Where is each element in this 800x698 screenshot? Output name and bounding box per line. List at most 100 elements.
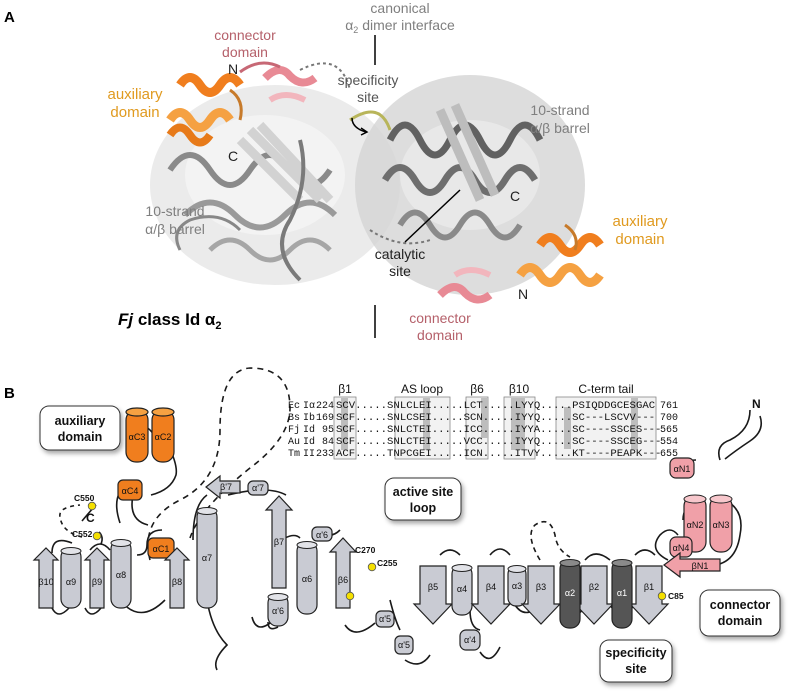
- svg-text:β'7: β'7: [220, 482, 232, 492]
- alignment-sequence: SCF.....SNLCTEI.....VCC.....IYYQ.....SC-…: [336, 437, 661, 448]
- canonical-label-1: canonical: [370, 0, 429, 16]
- svg-text:α'5: α'5: [398, 640, 410, 650]
- svg-text:αC3: αC3: [129, 432, 146, 442]
- helix-ac4: [117, 479, 143, 501]
- dark-helices: [559, 559, 633, 629]
- svg-text:domain: domain: [718, 614, 762, 628]
- panel-a-title: Fj class Id α2: [118, 310, 222, 332]
- helix-an1: [669, 457, 695, 479]
- alignment-class: II: [303, 449, 315, 460]
- alignment-organism: Ec: [288, 401, 300, 412]
- strand-b2: [573, 565, 615, 625]
- barrel-right-label-2: α/β barrel: [530, 120, 590, 136]
- svg-text:αC4: αC4: [122, 486, 139, 496]
- alignment-class: Iα: [303, 401, 315, 412]
- svg-text:α'4: α'4: [464, 635, 476, 645]
- alignment-end: 565: [660, 425, 678, 436]
- svg-text:α'5: α'5: [379, 614, 391, 624]
- alignment-header: β10: [509, 382, 530, 396]
- c552-label: C552: [72, 529, 93, 539]
- cysteine-markers: [87, 501, 667, 601]
- alignment-sequence: SCV.....SNLCLEI.....LCT.....LYYQ.....PSI…: [336, 401, 655, 412]
- auxiliary-right-label-2: domain: [615, 231, 664, 248]
- auxiliary-left-label-1: auxiliary: [107, 86, 163, 103]
- c270-label: C270: [355, 545, 376, 555]
- auxiliary-domain-left-structure: [166, 73, 244, 147]
- barrel-right-label-1: 10-strand: [530, 102, 589, 118]
- alignment-organism: Au: [288, 437, 300, 448]
- strand-bn1: [663, 551, 721, 579]
- svg-text:α'6: α'6: [272, 606, 284, 616]
- connector-top-label-1: connector: [214, 27, 276, 43]
- alignment-organism: Fj: [288, 424, 300, 436]
- c85-label: C85: [668, 591, 684, 601]
- auxiliary-domain-box: auxiliary domain: [39, 405, 121, 451]
- svg-text:site: site: [625, 662, 647, 676]
- helix-a5p: [375, 610, 395, 628]
- strand-b3: [520, 565, 562, 625]
- alignment-end: 554: [660, 437, 678, 448]
- auxiliary-helices: [117, 407, 175, 559]
- auxiliary-left-label-2: domain: [110, 104, 159, 121]
- svg-text:connector: connector: [710, 598, 771, 612]
- alignment-class: Id: [303, 424, 315, 436]
- svg-text:α4: α4: [457, 584, 467, 594]
- alignment-organism: Bs: [288, 413, 300, 424]
- connector-bottom-label-1: connector: [409, 310, 471, 326]
- c85-dot: [657, 591, 667, 601]
- specificity-arrow: [351, 117, 367, 133]
- catalytic-label-1: catalytic: [375, 246, 426, 262]
- auxiliary-domain-right-structure: [516, 223, 604, 287]
- auxiliary-right-label-1: auxiliary: [612, 213, 668, 230]
- canonical-label-2: α2 dimer interface: [345, 17, 455, 35]
- alignment-header: C-term tail: [578, 382, 633, 396]
- svg-text:loop: loop: [410, 501, 437, 515]
- alignment-header: β1: [338, 382, 352, 396]
- alignment-start: 224: [316, 401, 334, 412]
- alignment-start: 84: [322, 437, 334, 448]
- alignment-header: AS loop: [401, 382, 443, 396]
- c552-dot: [92, 531, 102, 541]
- svg-text:βN1: βN1: [692, 561, 709, 571]
- specificity-label-1: specificity: [338, 72, 399, 88]
- strand-b8: [163, 547, 191, 609]
- helix-a5pp: [394, 635, 414, 655]
- connector-domain-box: connector domain: [699, 589, 781, 637]
- connector-top-label-2: domain: [222, 44, 268, 60]
- barrel-left-label-1: 10-strand: [145, 203, 204, 219]
- c270-dot: [345, 591, 355, 601]
- panel-b-label: B: [4, 385, 15, 402]
- svg-text:αN1: αN1: [674, 464, 691, 474]
- auxiliary-helix-labels: αC3 αC2 αC4 αC1: [122, 432, 172, 554]
- svg-text:active site: active site: [393, 485, 454, 499]
- svg-text:α3: α3: [512, 581, 522, 591]
- active-site-loop-box: active site loop: [384, 477, 462, 521]
- svg-text:β7: β7: [274, 537, 284, 547]
- c-terminus-left: C: [228, 148, 238, 164]
- svg-text:domain: domain: [58, 430, 102, 444]
- c255-label: C255: [377, 558, 398, 568]
- svg-text:β1: β1: [644, 582, 654, 592]
- cysteine-labels: C550 C552 C270 C255 C85: [72, 493, 684, 601]
- svg-text:β5: β5: [428, 582, 438, 592]
- strand-b1: [628, 565, 670, 625]
- svg-text:α'6: α'6: [316, 530, 328, 540]
- alignment-organism: Tm: [288, 449, 300, 460]
- alignment-sequence: ACF.....TNPCGEI.....ICN.....ITVY.....KT-…: [336, 449, 661, 460]
- svg-text:α6: α6: [302, 574, 312, 584]
- c550-dot: [87, 501, 97, 511]
- alignment-start: 169: [316, 413, 334, 424]
- catalytic-label-2: site: [389, 263, 411, 279]
- svg-text:αN3: αN3: [713, 520, 730, 530]
- svg-text:β8: β8: [172, 577, 182, 587]
- alignment-header: β6: [470, 382, 484, 396]
- n-terminus-top: N: [228, 61, 238, 77]
- strand-b4: [470, 565, 512, 625]
- strand-b5: [412, 565, 454, 625]
- specificity-label-2: site: [357, 89, 379, 105]
- alignment-class: Ib: [303, 412, 315, 424]
- connector-element-labels: αN1 αN2 αN3 αN4 βN1: [673, 464, 730, 571]
